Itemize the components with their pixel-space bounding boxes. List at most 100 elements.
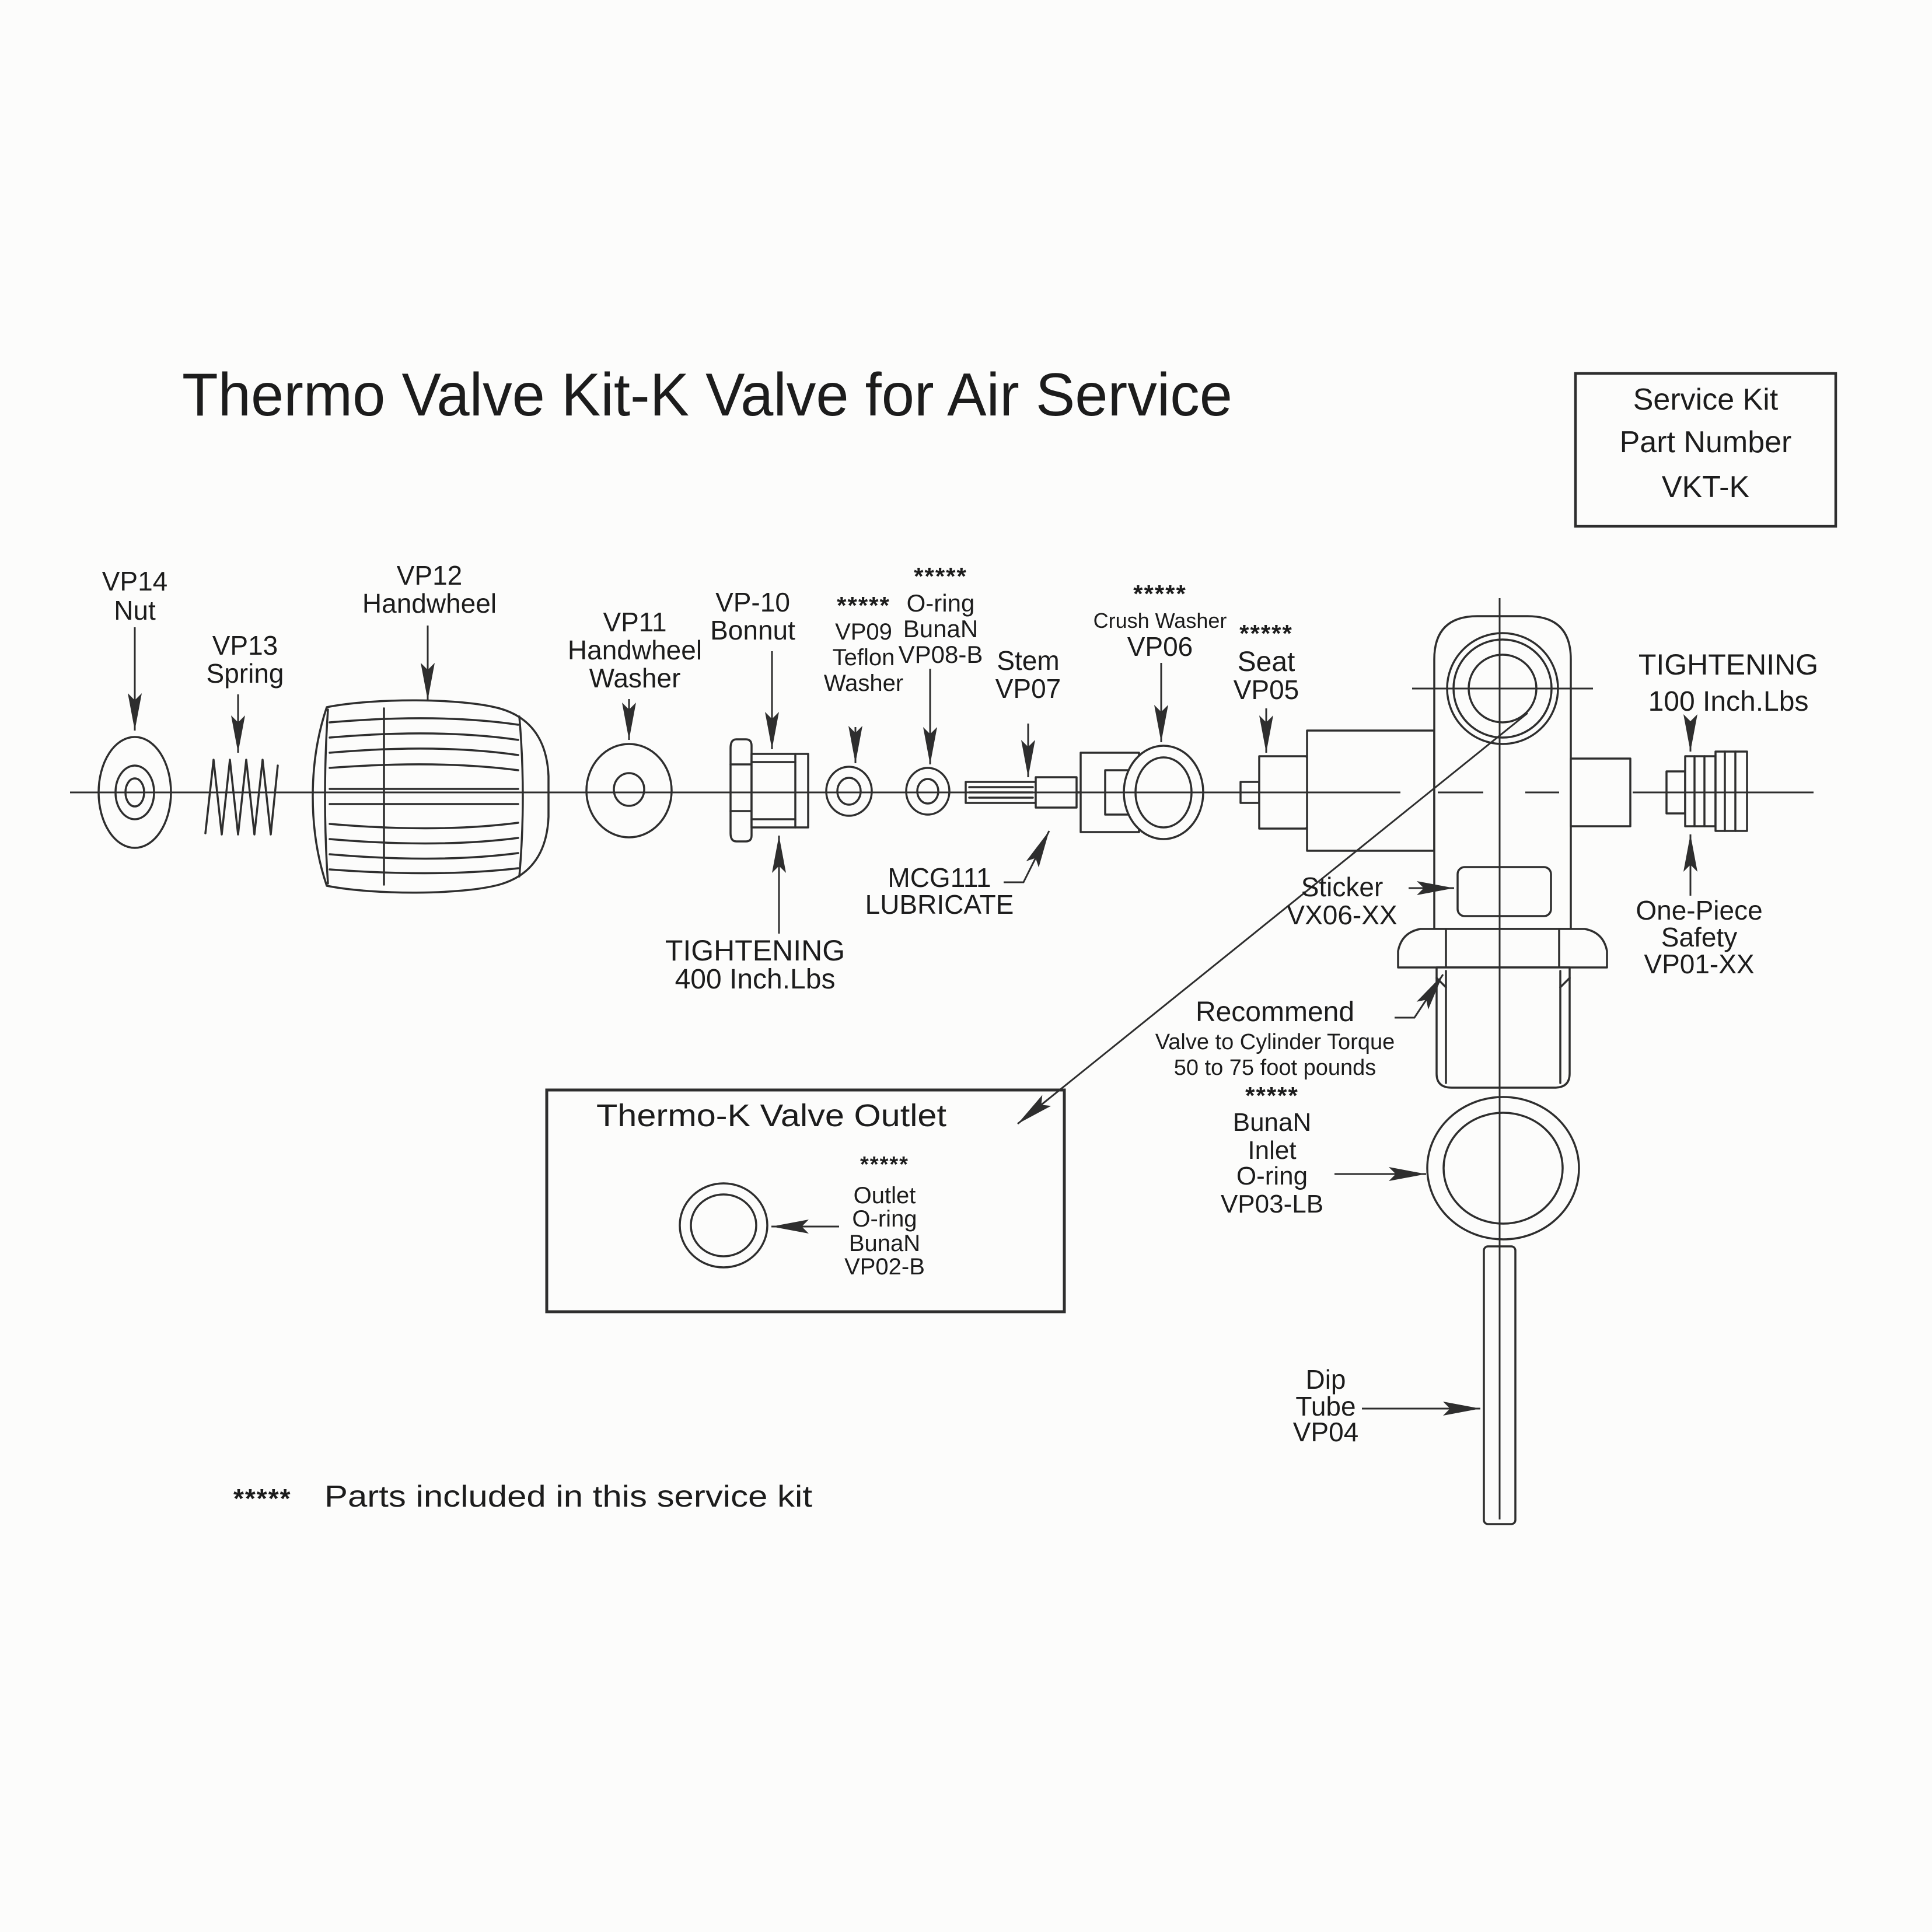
vp08-name-2: BunaN	[903, 615, 978, 642]
vp02-stars: *****	[860, 1152, 909, 1177]
page-title: Thermo Valve Kit-K Valve for Air Service	[182, 361, 1232, 429]
mcg111-line-1: MCG111	[888, 862, 991, 893]
label-inlet-oring-vp03: ***** BunaN Inlet O-ring VP03-LB	[1221, 1082, 1323, 1218]
leaders	[128, 626, 1697, 1416]
sticker-line-2: VX06-XX	[1287, 900, 1397, 930]
outlet-detail-box	[545, 1088, 1066, 1313]
vp10-name: Bonnut	[710, 615, 795, 645]
vp03-name-2: Inlet	[1248, 1136, 1296, 1165]
recommend-line-3: 50 to 75 foot pounds	[1174, 1056, 1376, 1080]
safety-plug-vp01-drawing	[1665, 750, 1748, 832]
footnote-text: Parts included in this service kit	[324, 1480, 813, 1514]
vp02-name-2: O-ring	[852, 1206, 917, 1232]
bonnut-vp10-drawing	[729, 738, 809, 843]
tightening-100-line-1: TIGHTENING	[1638, 648, 1818, 681]
vp11-name-2: Washer	[589, 663, 681, 693]
vp11-code: VP11	[603, 607, 666, 637]
footnote: ***** Parts included in this service kit	[233, 1480, 813, 1514]
tightening-400-line-2: 400 Inch.Lbs	[675, 964, 836, 995]
vp13-code: VP13	[212, 630, 278, 661]
label-vp12-handwheel: VP12 Handwheel	[362, 560, 497, 619]
vp09-code: VP09	[835, 619, 892, 645]
vp14-code: VP14	[102, 566, 168, 596]
vp12-name: Handwheel	[362, 588, 497, 619]
vp04-code: VP04	[1293, 1417, 1359, 1447]
tightening-400-line-1: TIGHTENING	[665, 934, 845, 967]
vp02-name-3: BunaN	[849, 1231, 920, 1256]
service-kit-box	[1574, 372, 1837, 528]
vp05-code: VP05	[1234, 675, 1299, 705]
valve-body-drawing	[1306, 615, 1631, 1089]
recommend-line-1: Recommend	[1196, 997, 1354, 1028]
vp06-name: Crush Washer	[1093, 609, 1227, 633]
label-vp07-stem: Stem VP07	[995, 645, 1061, 704]
vp08-stars: *****	[914, 563, 967, 590]
label-tightening-100: TIGHTENING 100 Inch.Lbs	[1638, 648, 1818, 717]
handwheel-vp12-drawing	[312, 699, 550, 894]
outlet-box-text: Thermo-K Valve Outlet ***** Outlet O-rin…	[596, 1098, 946, 1280]
label-tightening-400: TIGHTENING 400 Inch.Lbs	[665, 934, 845, 995]
sticker-line-1: Sticker	[1301, 872, 1384, 902]
teflon-washer-vp09-drawing	[825, 766, 873, 817]
vp06-code: VP06	[1127, 631, 1193, 662]
vp09-name-2: Washer	[824, 670, 903, 696]
vp08-name-1: O-ring	[907, 589, 975, 617]
vp09-stars: *****	[837, 592, 890, 619]
vp02-code: VP02-B	[844, 1254, 925, 1280]
label-recommend-torque: Recommend Valve to Cylinder Torque 50 to…	[1155, 997, 1395, 1080]
service-kit-line-2: Part Number	[1620, 425, 1792, 459]
label-vp11-handwheel-washer: VP11 Handwheel Washer	[568, 607, 702, 693]
label-sticker: Sticker VX06-XX	[1287, 872, 1397, 930]
label-vp13-spring: VP13 Spring	[207, 630, 284, 689]
vp03-stars: *****	[1245, 1082, 1299, 1109]
inlet-oring-vp03-drawing	[1426, 1096, 1580, 1241]
vp03-name-1: BunaN	[1233, 1108, 1312, 1137]
outlet-box-title: Thermo-K Valve Outlet	[596, 1098, 946, 1133]
recommend-line-2: Valve to Cylinder Torque	[1155, 1030, 1395, 1054]
vp12-code: VP12	[397, 560, 463, 591]
label-vp10-bonnut: VP-10 Bonnut	[710, 587, 795, 645]
label-dip-tube-vp04: Dip Tube VP04	[1293, 1364, 1359, 1447]
vp14-name: Nut	[114, 595, 156, 626]
one-piece-line-1: One-Piece	[1636, 895, 1762, 925]
handwheel-washer-vp11-drawing	[585, 743, 673, 839]
vp03-code: VP03-LB	[1221, 1190, 1323, 1218]
label-vp09-teflon-washer: ***** VP09 Teflon Washer	[824, 592, 903, 696]
spring-vp13-drawing	[204, 759, 279, 836]
vp04-name-2: Tube	[1295, 1391, 1355, 1421]
vp10-code: VP-10	[715, 587, 790, 617]
oring-vp08-drawing	[905, 767, 951, 816]
vp06-stars: *****	[1133, 580, 1187, 607]
vp08-code: VP08-B	[899, 641, 983, 668]
vp07-name: Stem	[997, 645, 1059, 676]
label-one-piece-safety: One-Piece Safety VP01-XX	[1636, 895, 1762, 979]
service-kit-line-1: Service Kit	[1633, 383, 1779, 417]
parts-layer	[97, 372, 1837, 1525]
vp02-name-1: Outlet	[854, 1183, 916, 1208]
service-kit-box-text: Service Kit Part Number VKT-K	[1620, 383, 1792, 504]
mcg111-arrow	[1004, 830, 1050, 883]
mcg111-line-2: LUBRICATE	[865, 889, 1014, 920]
vp11-name-1: Handwheel	[568, 635, 702, 665]
vp09-name-1: Teflon	[833, 645, 895, 670]
label-vp05-seat: ***** Seat VP05	[1234, 620, 1299, 705]
centerlines	[70, 598, 1814, 1519]
service-kit-line-3: VKT-K	[1662, 470, 1750, 504]
outlet-detail-leader	[1017, 712, 1528, 1125]
text-layer: Thermo Valve Kit-K Valve for Air Service…	[102, 361, 1818, 1514]
vp05-name: Seat	[1238, 647, 1295, 677]
label-vp08-oring: ***** O-ring BunaN VP08-B	[899, 563, 983, 668]
footnote-stars: *****	[233, 1483, 292, 1514]
vp03-name-3: O-ring	[1236, 1162, 1308, 1190]
vp13-name: Spring	[207, 658, 284, 689]
label-vp06-crush-washer: ***** Crush Washer VP06	[1093, 580, 1227, 662]
vp07-code: VP07	[995, 673, 1061, 704]
tightening-100-line-2: 100 Inch.Lbs	[1648, 686, 1809, 717]
recommend-arrow	[1395, 974, 1444, 1019]
label-mcg111: MCG111 LUBRICATE	[865, 862, 1014, 920]
label-vp14-nut: VP14 Nut	[102, 566, 168, 626]
vp05-stars: *****	[1239, 620, 1293, 647]
vp04-name-1: Dip	[1305, 1364, 1346, 1395]
one-piece-line-3: VP01-XX	[1644, 949, 1754, 979]
